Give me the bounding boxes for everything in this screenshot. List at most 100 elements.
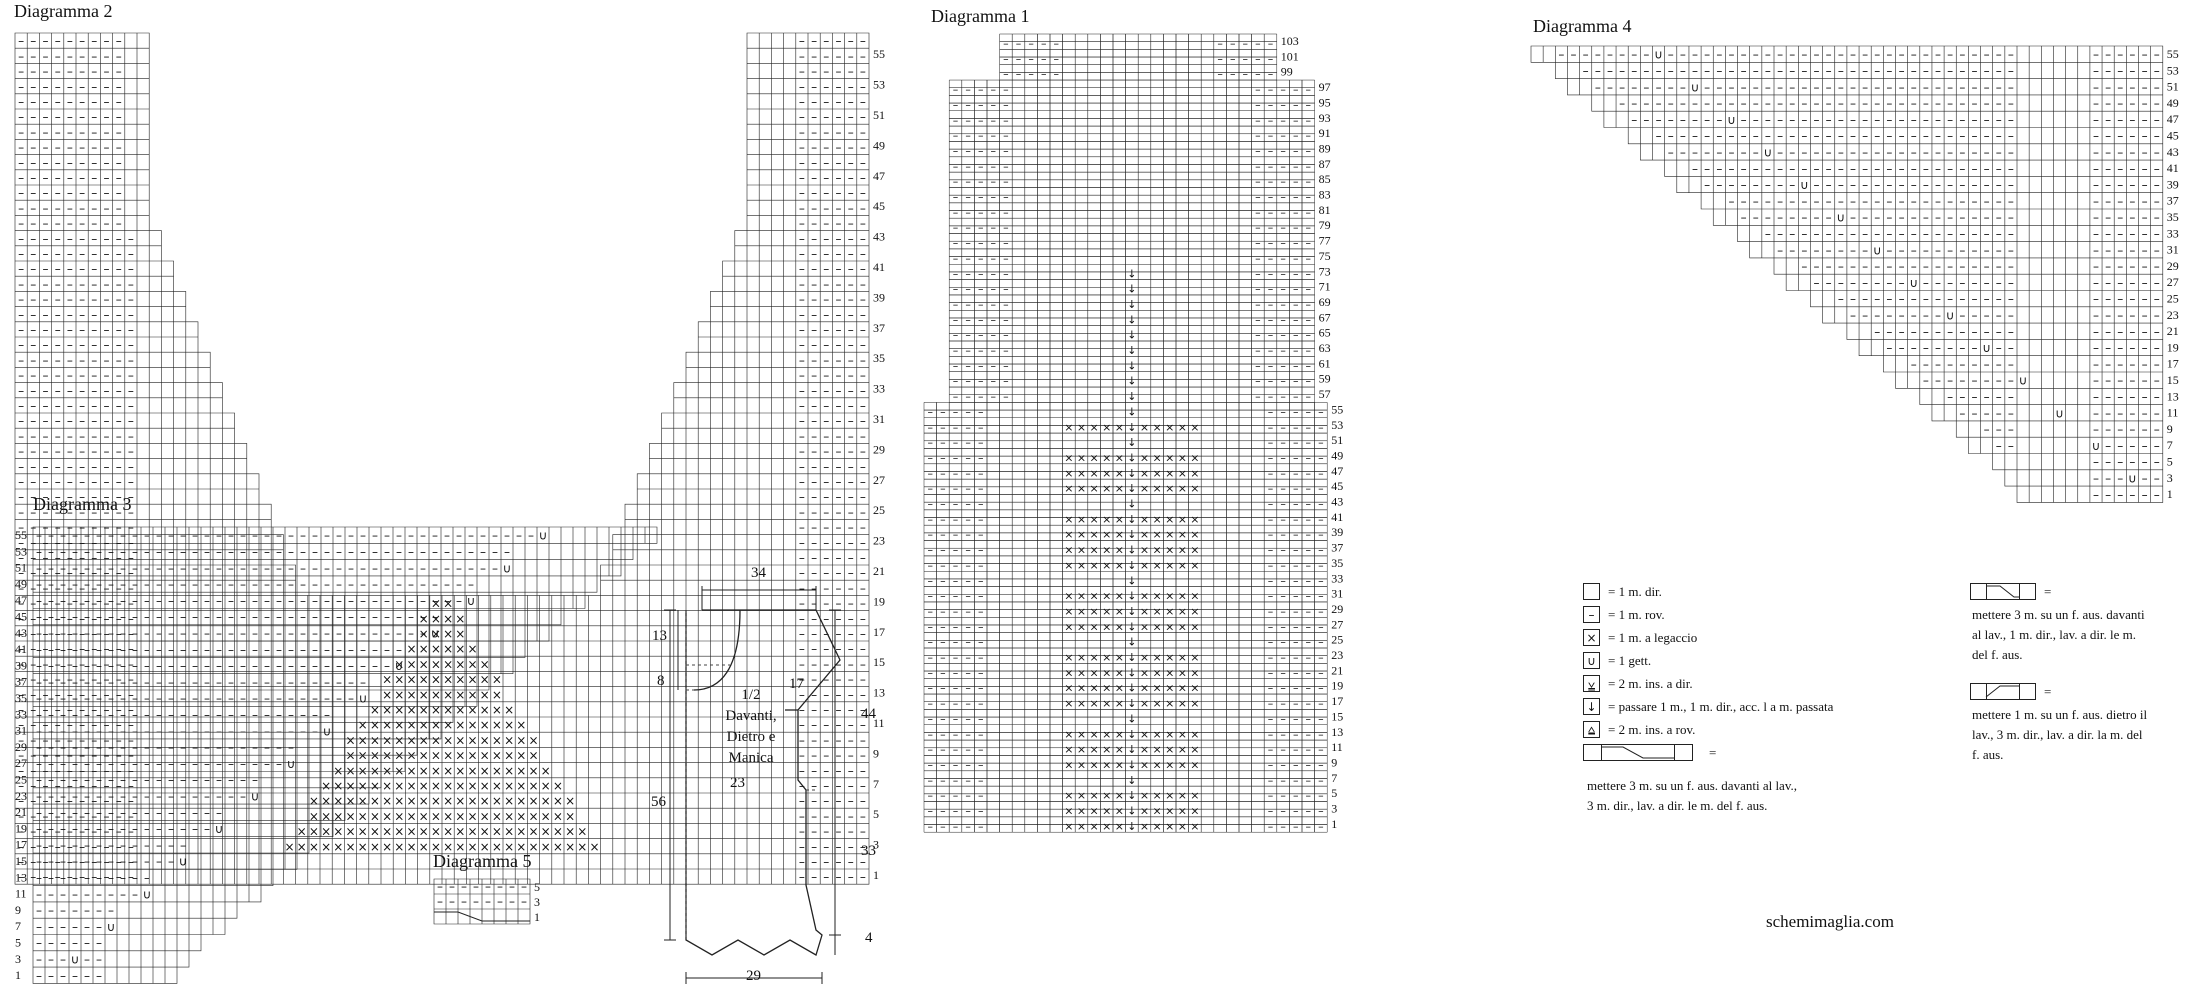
stitch-symbol: – — [144, 561, 150, 575]
stitch-symbol: – — [48, 773, 54, 787]
stitch-symbol: – — [128, 688, 134, 702]
stitch-symbol: – — [965, 160, 971, 173]
stitch-symbol: × — [419, 733, 429, 747]
stitch-symbol: – — [79, 505, 85, 519]
stitch-symbol: – — [91, 749, 97, 763]
stitch-symbol: – — [84, 773, 90, 787]
stitch-symbol: × — [431, 840, 441, 854]
row-number: 53 — [15, 544, 27, 558]
stitch-symbol: × — [309, 794, 319, 808]
stitch-symbol: – — [91, 65, 97, 79]
stitch-symbol: – — [823, 232, 829, 246]
stitch-symbol: – — [116, 536, 122, 550]
stitch-symbol: – — [2008, 211, 2014, 225]
stitch-symbol: – — [1838, 146, 1844, 160]
stitch-symbol: – — [1959, 211, 1965, 225]
stitch-symbol: – — [116, 779, 122, 793]
stitch-symbol: – — [492, 545, 498, 559]
stitch-symbol: – — [823, 384, 829, 398]
stitch-symbol: – — [360, 594, 366, 608]
stitch-symbol: – — [1899, 194, 1905, 208]
stitch-symbol: – — [84, 920, 90, 934]
stitch-symbol: – — [2117, 243, 2123, 257]
stitch-symbol: – — [384, 561, 390, 575]
stitch-symbol: – — [811, 779, 817, 793]
stitch-symbol: ∪ — [215, 822, 224, 836]
stitch-symbol: × — [504, 749, 514, 763]
stitch-symbol: – — [116, 201, 122, 215]
stitch-symbol: – — [1971, 194, 1977, 208]
stitch-symbol: – — [2093, 129, 2099, 143]
stitch-symbol: – — [79, 429, 85, 443]
stitch-symbol: × — [528, 840, 538, 854]
stitch-symbol: – — [1862, 178, 1868, 192]
stitch-symbol: – — [2093, 325, 2099, 339]
stitch-symbol: – — [860, 445, 866, 459]
stitch-symbol: – — [811, 125, 817, 139]
stitch-symbol: – — [811, 764, 817, 778]
stitch-symbol: – — [91, 764, 97, 778]
stitch-symbol: – — [18, 217, 24, 231]
row-number: 13 — [2167, 389, 2179, 403]
stitch-symbol: – — [1268, 144, 1274, 157]
stitch-symbol: – — [156, 561, 162, 575]
stitch-symbol: – — [1777, 227, 1783, 241]
stitch-symbol: – — [168, 627, 174, 641]
stitch-symbol: – — [1318, 820, 1324, 833]
stitch-symbol: – — [1003, 37, 1009, 50]
stitch-symbol: – — [1765, 80, 1771, 94]
stitch-symbol: – — [1306, 83, 1312, 96]
stitch-symbol: × — [1115, 605, 1124, 618]
stitch-symbol: – — [1318, 451, 1324, 464]
cable-3-1-icon — [1970, 583, 2036, 600]
stitch-symbol: – — [1280, 498, 1286, 511]
stitch-symbol: – — [276, 594, 282, 608]
stitch-symbol: – — [48, 529, 54, 543]
stitch-symbol: – — [991, 359, 997, 372]
stitch-symbol: – — [60, 822, 66, 836]
stitch-symbol: × — [1190, 513, 1199, 526]
stitch-symbol: × — [370, 764, 380, 778]
stitch-symbol: – — [1947, 162, 1953, 176]
stitch-symbol: – — [978, 774, 984, 787]
stitch-symbol: – — [60, 724, 66, 738]
stitch-symbol: – — [216, 708, 222, 722]
symbol-legend: = 1 m. dir. – = 1 m. rov. × = 1 m. a leg… — [1583, 583, 2003, 823]
stitch-symbol: – — [811, 110, 817, 124]
stitch-symbol: × — [541, 779, 551, 793]
row-number: 39 — [873, 290, 885, 304]
stitch-symbol: × — [1140, 605, 1149, 618]
stitch-symbol: – — [43, 323, 49, 337]
stitch-symbol: – — [928, 758, 934, 771]
stitch-symbol: – — [799, 369, 805, 383]
stitch-symbol: – — [360, 578, 366, 592]
stitch-symbol: – — [276, 708, 282, 722]
stitch-symbol: × — [492, 825, 502, 839]
stitch-symbol: – — [2117, 227, 2123, 241]
stitch-symbol: × — [1115, 590, 1124, 603]
legend-row-cable-front: = — [1583, 744, 1716, 762]
row-number: 31 — [873, 412, 885, 426]
stitch-symbol: – — [1911, 129, 1917, 143]
stitch-symbol: – — [67, 657, 73, 671]
stitch-symbol: × — [1077, 805, 1086, 818]
stitch-symbol: – — [1293, 728, 1299, 741]
stitch-symbol: – — [1765, 113, 1771, 127]
stitch-symbol: – — [953, 636, 959, 649]
stitch-symbol: – — [240, 643, 246, 657]
stitch-symbol: – — [128, 612, 134, 626]
stitch-symbol: – — [2008, 227, 2014, 241]
stitch-symbol: – — [848, 232, 854, 246]
row-number: 45 — [1331, 479, 1343, 493]
stitch-symbol: – — [116, 718, 122, 732]
stitch-symbol: × — [333, 825, 343, 839]
stitch-symbol: – — [1862, 260, 1868, 274]
stitch-symbol: × — [443, 794, 453, 808]
stitch-symbol: × — [358, 733, 368, 747]
stitch-symbol: – — [823, 171, 829, 185]
stitch-symbol: – — [432, 578, 438, 592]
stitch-symbol: – — [18, 308, 24, 322]
stitch-symbol: – — [2117, 129, 2123, 143]
stitch-symbol: × — [504, 733, 514, 747]
stitch-symbol: – — [1741, 113, 1747, 127]
